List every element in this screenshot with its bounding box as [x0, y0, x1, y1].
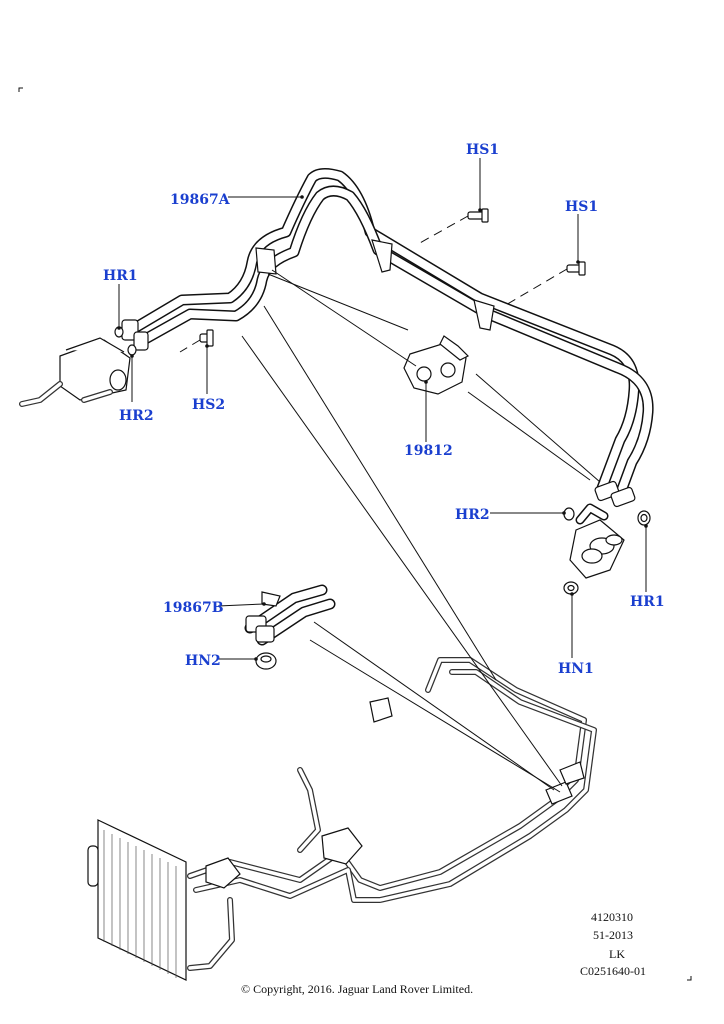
- pipe-assembly-19867a[interactable]: [121, 167, 654, 508]
- right-connector-block[interactable]: [569, 503, 625, 579]
- nut-hn1[interactable]: [563, 581, 579, 595]
- callout-leaders: [118, 158, 647, 660]
- meta-line-1: 4120310: [591, 910, 633, 924]
- callout-hr2-right[interactable]: HR2: [455, 507, 490, 523]
- pipe-section-19867b[interactable]: [244, 584, 336, 646]
- callout-hs1-top[interactable]: HS1: [466, 142, 499, 158]
- nut-hn2[interactable]: [255, 652, 277, 670]
- corner-marks: [18, 87, 692, 981]
- callout-19867a[interactable]: 19867A: [170, 192, 231, 208]
- pipe-clip-19812[interactable]: [403, 335, 470, 395]
- callout-hn2[interactable]: HN2: [185, 653, 221, 669]
- callout-hn1[interactable]: HN1: [558, 661, 594, 677]
- callout-hr1-right[interactable]: HR1: [630, 594, 665, 610]
- seal-ring-hr2-left[interactable]: [127, 344, 137, 356]
- compressor-block: [19, 337, 131, 407]
- callout-hr2-left[interactable]: HR2: [119, 408, 154, 424]
- bolt-hs2[interactable]: [199, 329, 214, 347]
- callout-hr1-left[interactable]: HR1: [103, 268, 138, 284]
- leader-dots: [117, 195, 648, 661]
- meta-line-2: 51-2013: [593, 928, 633, 942]
- meta-line-4: C0251640-01: [580, 964, 646, 978]
- callout-hs1-right[interactable]: HS1: [565, 199, 598, 215]
- seal-ring-hr2-right[interactable]: [563, 507, 575, 521]
- seal-ring-hr1-right[interactable]: [637, 510, 651, 526]
- bolt-hs1-top[interactable]: [467, 208, 489, 223]
- callout-19867b[interactable]: 19867B: [163, 600, 224, 616]
- copyright-text: © Copyright, 2016. Jaguar Land Rover Lim…: [241, 982, 473, 996]
- callout-hs2[interactable]: HS2: [192, 397, 225, 413]
- locator-lines: [241, 269, 601, 793]
- bolt-hs1-right[interactable]: [566, 261, 586, 276]
- vehicle-overview: [87, 657, 597, 981]
- meta-line-3: LK: [609, 947, 625, 961]
- callout-19812[interactable]: 19812: [404, 443, 453, 459]
